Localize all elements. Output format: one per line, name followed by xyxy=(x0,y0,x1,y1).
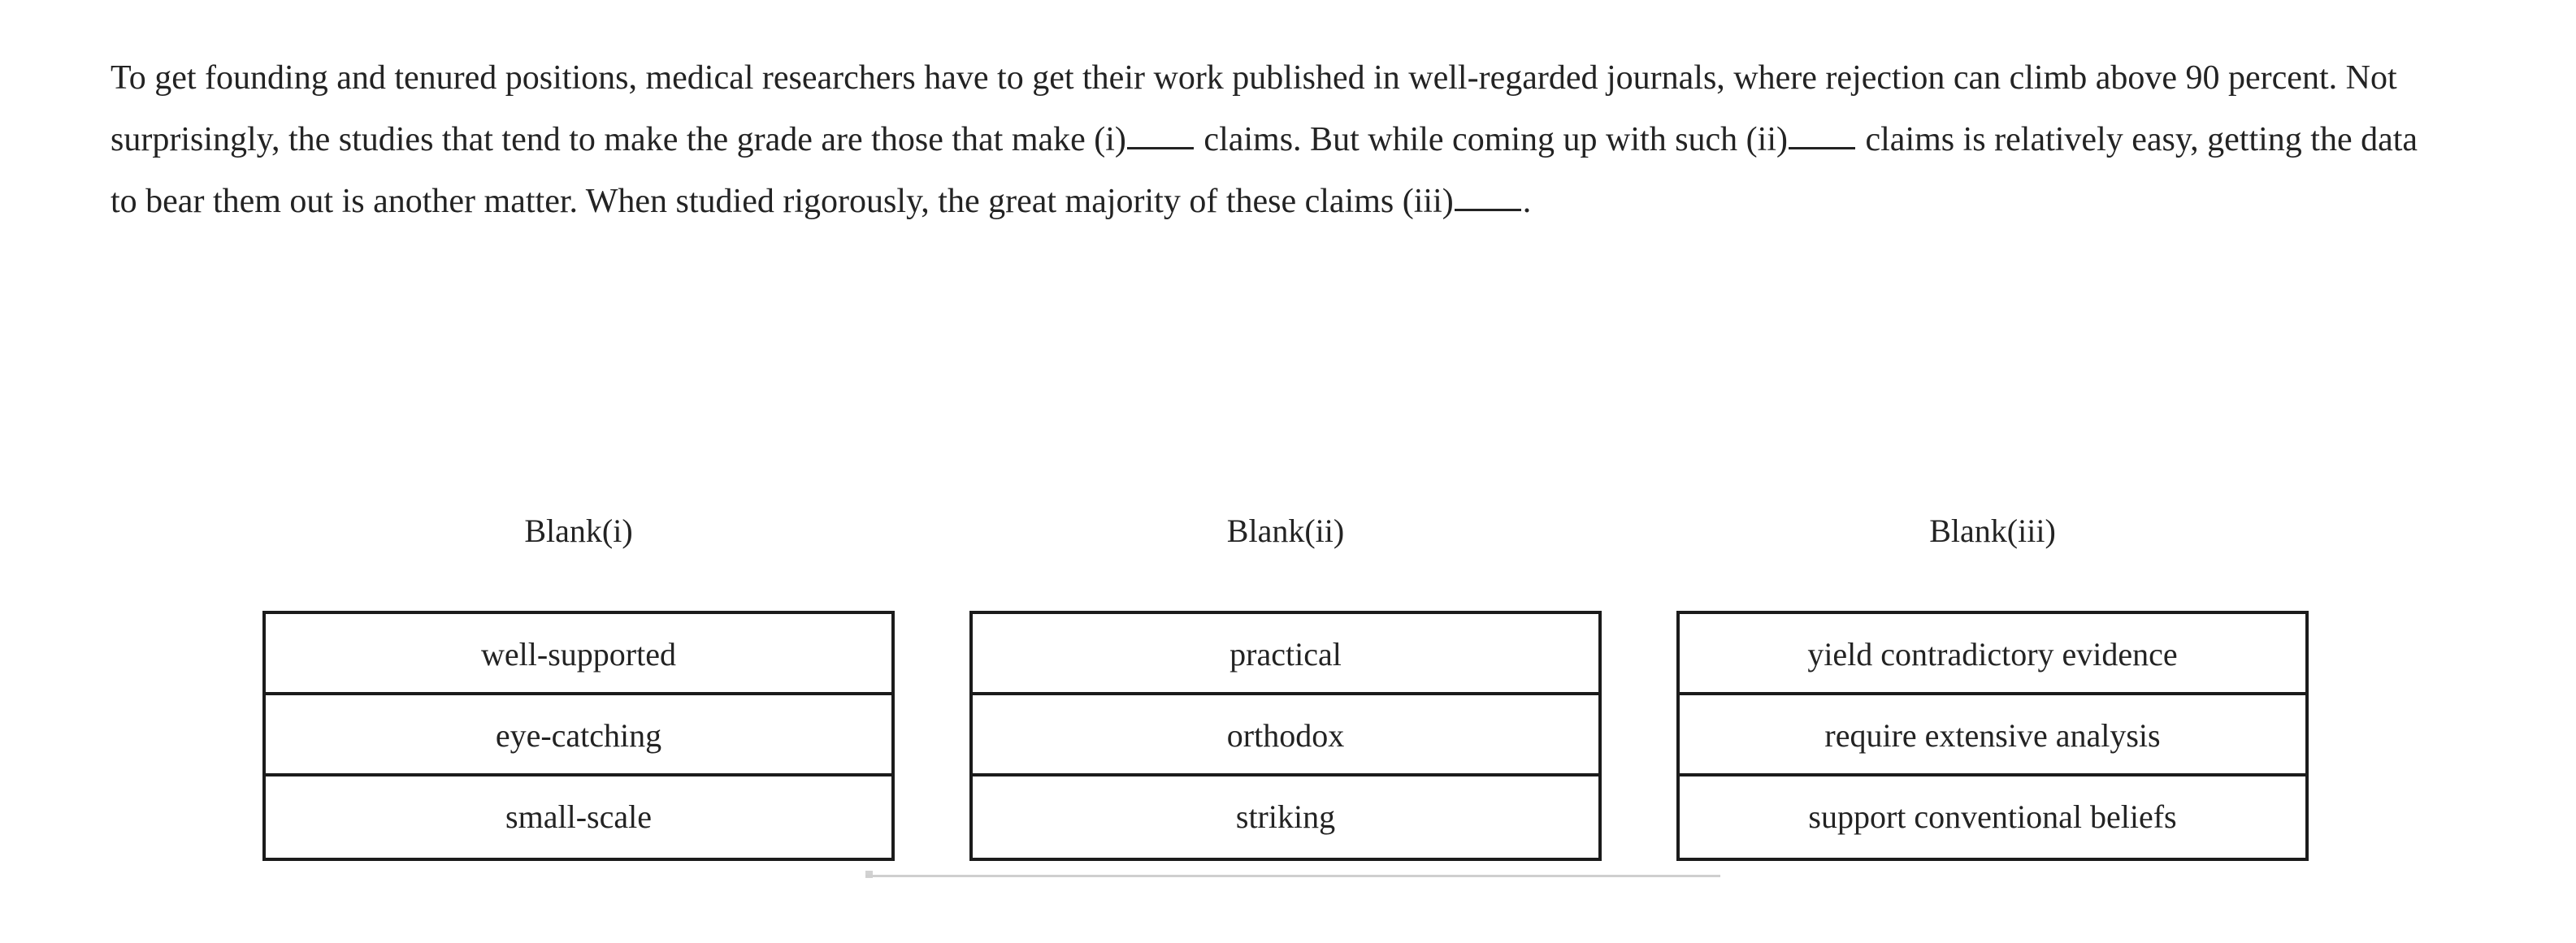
choice-option[interactable]: require extensive analysis xyxy=(1680,695,2305,776)
blank-ii-underline xyxy=(1789,119,1855,149)
blank-column-ii: Blank(ii) practical orthodox striking xyxy=(969,512,1602,861)
choice-option[interactable]: yield contradictory evidence xyxy=(1680,614,2305,695)
blank-i-underline xyxy=(1126,119,1194,149)
passage-segment-2: claims. But while coming up with such (i… xyxy=(1195,121,1788,158)
passage-text: To get founding and tenured positions, m… xyxy=(111,47,2443,232)
choice-table-blank-i: well-supported eye-catching small-scale xyxy=(262,611,895,861)
choice-option[interactable]: striking xyxy=(1235,798,1336,835)
passage-segment-4: . xyxy=(1522,183,1532,220)
passage-segment-3: claims is relatively easy, getting the d… xyxy=(111,121,2418,220)
choice-table-blank-iii: yield contradictory evidence require ext… xyxy=(1676,611,2309,861)
blank-iii-underline xyxy=(1454,181,1521,211)
choice-option[interactable]: small-scale xyxy=(505,798,652,835)
choice-table-blank-ii: practical orthodox striking xyxy=(969,611,1602,861)
column-header-blank-ii: Blank(ii) xyxy=(1226,513,1345,549)
choice-option[interactable]: well-supported xyxy=(266,614,891,695)
column-header-blank-i: Blank(i) xyxy=(524,513,633,549)
choice-option[interactable]: eye-catching xyxy=(266,695,891,776)
blank-column-iii: Blank(iii) yield contradictory evidence … xyxy=(1676,512,2309,861)
column-header-blank-iii: Blank(iii) xyxy=(1929,513,2056,549)
choice-option[interactable]: support conventional beliefs xyxy=(1808,798,2177,835)
section-separator-rule xyxy=(865,875,1720,877)
choice-option[interactable]: orthodox xyxy=(973,695,1598,776)
separator-tick xyxy=(865,871,873,878)
blank-column-i: Blank(i) well-supported eye-catching sma… xyxy=(262,512,895,861)
choice-option[interactable]: practical xyxy=(973,614,1598,695)
passage-segment-1: To get founding and tenured positions, m… xyxy=(111,59,2397,158)
